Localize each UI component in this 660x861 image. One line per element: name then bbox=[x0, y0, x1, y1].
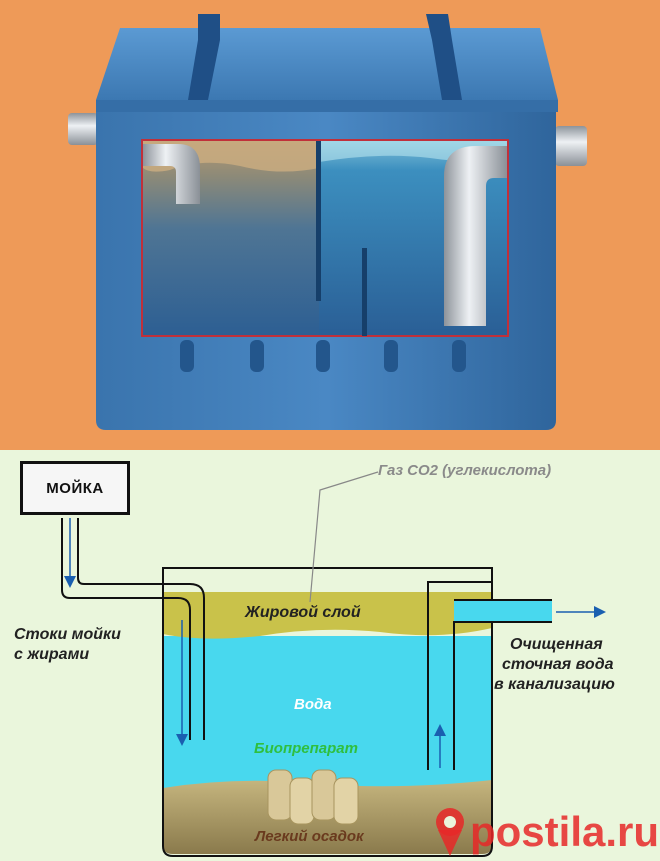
partition-1 bbox=[316, 141, 321, 301]
tank-lid bbox=[96, 28, 558, 100]
watermark-text: postila.ru bbox=[470, 808, 660, 855]
watermark-graphic bbox=[436, 808, 464, 856]
water-label: Вода bbox=[294, 696, 332, 713]
sediment-label: Легкий осадок bbox=[255, 828, 364, 845]
grease-trap-schematic bbox=[0, 450, 660, 861]
gas-leader-line bbox=[309, 471, 379, 603]
tank-outline bbox=[162, 567, 493, 857]
inlet-elbow-pipe bbox=[143, 144, 200, 204]
partition-2 bbox=[362, 248, 367, 336]
grease-trap-illustration bbox=[0, 0, 660, 450]
inflow-label-line2: с жирами bbox=[14, 646, 90, 663]
biopreparation-label: Биопрепарат bbox=[254, 740, 358, 757]
lid-rim bbox=[96, 100, 558, 112]
left-chamber bbox=[143, 141, 319, 335]
outlet-pipe-inner bbox=[453, 621, 552, 770]
outflow-label-line1: Очищенная bbox=[510, 636, 603, 653]
outlet-stub-pipe bbox=[555, 126, 587, 166]
pin-icon bbox=[436, 808, 464, 856]
water-zone bbox=[163, 636, 492, 790]
tank-leg bbox=[180, 340, 194, 372]
inflow-label-line1: Стоки мойки bbox=[14, 626, 121, 643]
outlet-elbow-pipe bbox=[444, 146, 507, 326]
outflow-label-line3: в канализацию bbox=[494, 676, 615, 693]
tank-leg bbox=[452, 340, 466, 372]
sink-box: МОЙКА bbox=[20, 461, 130, 515]
biopreparation-blocks bbox=[267, 769, 359, 825]
lid-clamp-left bbox=[188, 14, 220, 100]
fat-layer-zone bbox=[163, 592, 492, 639]
fat-layer-label: Жировой слой bbox=[245, 604, 361, 621]
tank-leg bbox=[250, 340, 264, 372]
schematic-drawing bbox=[61, 471, 606, 857]
tank-leg bbox=[316, 340, 330, 372]
outlet-pipe bbox=[427, 568, 493, 770]
gas-label: Газ СО2 (углекислота) bbox=[378, 462, 552, 479]
grease-trap-drawing bbox=[68, 14, 587, 430]
inflow-pipe bbox=[61, 518, 191, 740]
outflow-label-line2: сточная вода bbox=[502, 656, 614, 673]
inflow-pipe-inner bbox=[77, 518, 205, 740]
inlet-stub-pipe bbox=[68, 113, 98, 145]
lid-clamp-right bbox=[426, 14, 462, 100]
outlet-flow bbox=[454, 601, 552, 621]
sink-label: МОЙКА bbox=[46, 479, 104, 497]
tank-leg bbox=[384, 340, 398, 372]
